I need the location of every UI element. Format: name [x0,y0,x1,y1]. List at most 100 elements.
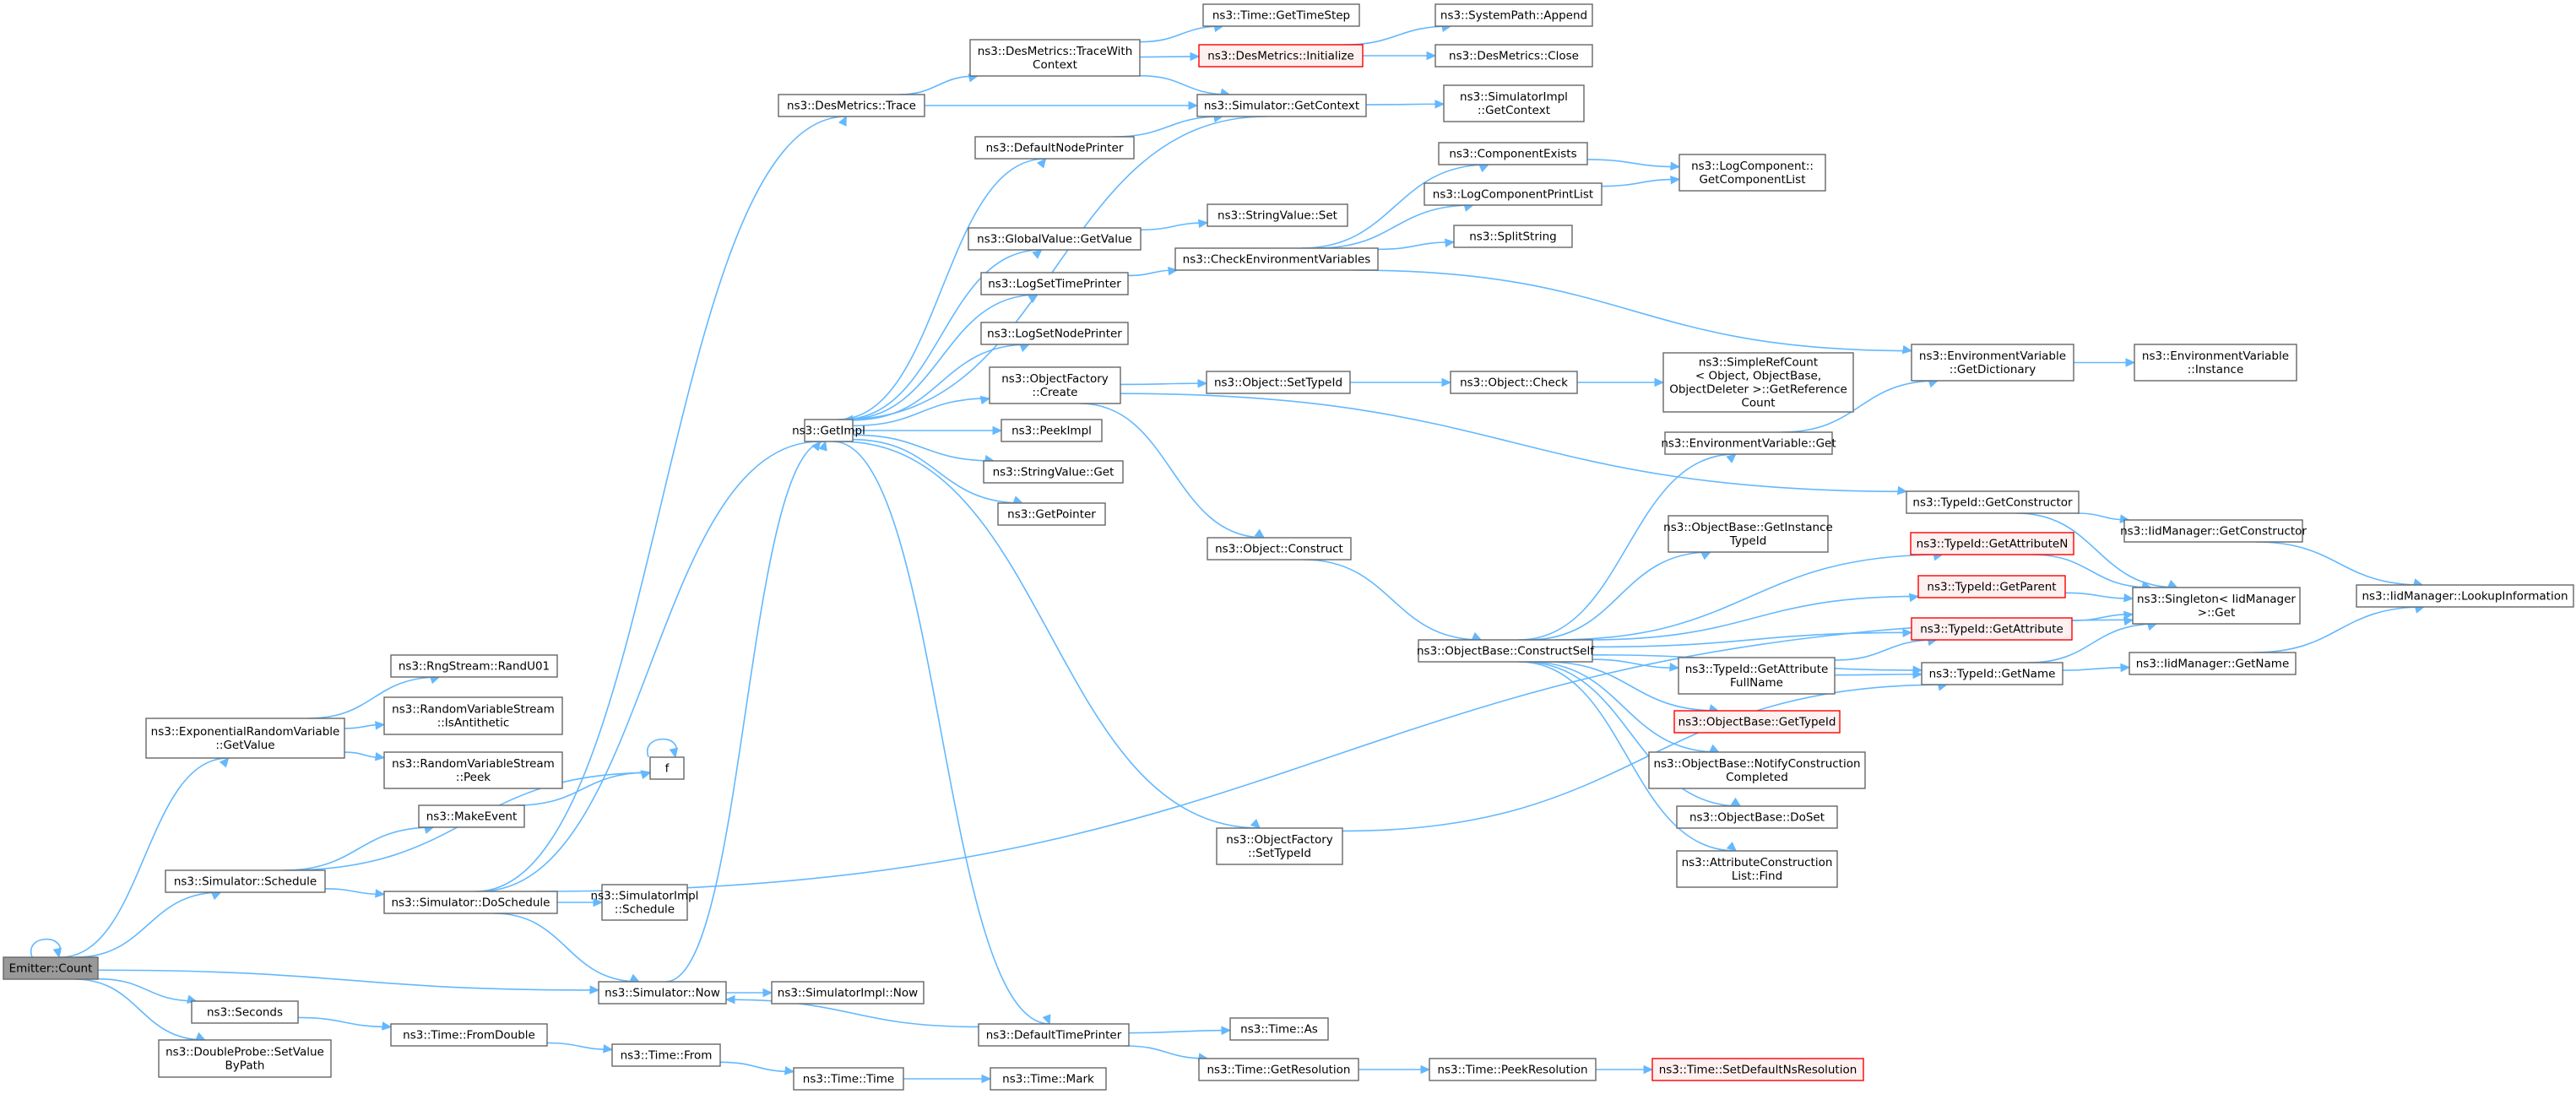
node-f[interactable]: f [649,756,685,780]
node-box [1424,182,1603,206]
node-ns3-objectbase-notifyconstruction-completed[interactable]: ns3::ObjectBase::NotifyConstructionCompl… [1648,751,1866,789]
node-ns3-iidmanager-getname[interactable]: ns3::IidManager::GetName [2129,652,2297,675]
node-ns3-checkenvironmentvariables[interactable]: ns3::CheckEnvironmentVariables [1174,247,1379,271]
call-edge-tidgetctor-to-singleton [2016,512,2177,588]
node-ns3-iidmanager-lookupinformation[interactable]: ns3::IidManager::LookupInformation [2356,584,2574,608]
node-ns3-seconds[interactable]: ns3::Seconds [191,1000,299,1024]
node-label-line: ns3::PeekImpl [1011,425,1092,438]
node-ns3-rngstream-randu01[interactable]: ns3::RngStream::RandU01 [390,654,558,678]
node-ns3-singleton-iidmanager-get[interactable]: ns3::Singleton< IidManager>::Get [2132,587,2301,625]
node-box [1673,710,1841,734]
node-label-line: ns3::GlobalValue::GetValue [977,233,1132,246]
node-ns3-stringvalue-get[interactable]: ns3::StringValue::Get [983,460,1124,484]
node-ns3-randomvariablestream-isantithetic[interactable]: ns3::RandomVariableStream::IsAntithetic [383,696,563,735]
node-ns3-object-check[interactable]: ns3::Object::Check [1450,371,1578,394]
node-box [968,227,1142,251]
node-emitter-count[interactable]: Emitter::Count [3,956,99,980]
node-label-line: TypeId [1729,534,1767,548]
node-ns3-logcomponentprintlist[interactable]: ns3::LogComponentPrintList [1424,182,1603,206]
node-box [1911,617,2073,641]
node-label-line: ns3::Time::As [1240,1023,1318,1037]
arrowhead [762,988,773,998]
node-ns3-objectbase-doset[interactable]: ns3::ObjectBase::DoSet [1676,805,1838,829]
node-box [383,696,563,735]
node-ns3-simulator-schedule[interactable]: ns3::Simulator::Schedule [165,869,326,893]
node-ns3-makeevent[interactable]: ns3::MakeEvent [418,804,525,828]
node-box [1651,1058,1864,1081]
node-label-line: ns3::LogSetTimePrinter [988,278,1121,291]
node-ns3-time-from[interactable]: ns3::Time::From [611,1043,721,1067]
call-edge-tidgetname-to-singleton [2028,623,2157,663]
call-edge-doschedule-to-singleton [534,619,2134,892]
node-ns3-logsetnodeprinter[interactable]: ns3::LogSetNodePrinter [980,322,1129,345]
arrowhead [629,973,641,983]
node-ns3-logcomponent-getcomponentlist[interactable]: ns3::LogComponent::GetComponentList [1678,154,1826,192]
node-ns3-object-construct[interactable]: ns3::Object::Construct [1207,537,1352,561]
node-box [2123,519,2303,543]
node-label-line: ns3::DesMetrics::Initialize [1207,50,1354,63]
node-ns3-time-peekresolution[interactable]: ns3::Time::PeekResolution [1429,1058,1597,1081]
node-ns3-desmetrics-trace[interactable]: ns3::DesMetrics::Trace [778,94,925,117]
node-ns3-stringvalue-set[interactable]: ns3::StringValue::Set [1207,203,1348,227]
arrowhead [2125,358,2136,367]
node-ns3-typeid-getconstructor[interactable]: ns3::TypeId::GetConstructor [1906,490,2080,514]
node-ns3-typeid-getattributen[interactable]: ns3::TypeId::GetAttributeN [1910,532,2074,555]
node-ns3-defaulttimeprinter[interactable]: ns3::DefaultTimePrinter [978,1023,1130,1047]
node-ns3-splitstring[interactable]: ns3::SplitString [1453,225,1573,248]
node-ns3-time-mark[interactable]: ns3::Time::Mark [990,1067,1107,1091]
call-edge-checkenv-to-envgetdict [1352,269,1912,352]
node-ns3-typeid-getattribute[interactable]: ns3::TypeId::GetAttribute [1911,617,2073,641]
node-ns3-getpointer[interactable]: ns3::GetPointer [997,502,1106,526]
node-ns3-simulator-now[interactable]: ns3::Simulator::Now [598,981,727,1005]
node-ns3-environmentvariable-get[interactable]: ns3::EnvironmentVariable::Get [1661,431,1836,455]
node-ns3-typeid-getname[interactable]: ns3::TypeId::GetName [1921,662,2064,685]
node-ns3-exponentialrandomvariable-getvalue[interactable]: ns3::ExponentialRandomVariable::GetValue [145,718,345,759]
node-ns3-simulator-getcontext[interactable]: ns3::Simulator::GetContext [1196,94,1367,117]
node-ns3-environmentvariable-instance[interactable]: ns3::EnvironmentVariable::Instance [2134,344,2297,382]
node-ns3-globalvalue-getvalue[interactable]: ns3::GlobalValue::GetValue [968,227,1142,251]
node-ns3-getimpl[interactable]: ns3::GetImpl [792,419,865,442]
node-label-line: ns3::TypeId::GetConstructor [1912,496,2073,510]
node-ns3-time-getresolution[interactable]: ns3::Time::GetResolution [1198,1058,1359,1081]
node-ns3-time-gettimestep[interactable]: ns3::Time::GetTimeStep [1202,3,1360,27]
node-ns3-simulatorimpl-getcontext[interactable]: ns3::SimulatorImpl::GetContext [1443,84,1585,122]
node-ns3-objectbase-gettypeid[interactable]: ns3::ObjectBase::GetTypeId [1673,710,1841,734]
arrowhead [818,440,827,452]
call-edge-constructself-to-tidgetattrn [1555,554,1943,641]
node-label-line: ns3::Simulator::Now [605,987,720,1000]
node-label-line: ns3::TypeId::GetName [1929,668,2056,681]
node-ns3-object-settypeid[interactable]: ns3::Object::SetTypeId [1206,371,1351,394]
node-ns3-desmetrics-initialize[interactable]: ns3::DesMetrics::Initialize [1198,44,1364,68]
arrowhead [1198,219,1209,229]
node-ns3-simulator-doschedule[interactable]: ns3::Simulator::DoSchedule [383,891,558,914]
node-ns3-logsettimeprinter[interactable]: ns3::LogSetTimePrinter [980,272,1129,295]
node-ns3-iidmanager-getconstructor[interactable]: ns3::IidManager::GetConstructor [2120,519,2307,543]
node-ns3-typeid-getparent[interactable]: ns3::TypeId::GetParent [1917,575,2066,598]
call-edge-defnodeprinter-to-simgetctx [1113,116,1223,138]
node-box [1648,751,1866,789]
node-ns3-environmentvariable-getdictionary[interactable]: ns3::EnvironmentVariable::GetDictionary [1911,344,2074,382]
node-ns3-time-as[interactable]: ns3::Time::As [1229,1017,1329,1041]
node-ns3-objectfactory-settypeid[interactable]: ns3::ObjectFactory::SetTypeId [1216,827,1343,865]
node-ns3-simplerefcount-object-objectbase-objectdeleter-getreference-count[interactable]: ns3::SimpleRefCount< Object, ObjectBase,… [1662,352,1854,413]
node-ns3-simulatorimpl-schedule[interactable]: ns3::SimulatorImpl::Schedule [591,884,699,921]
node-ns3-time-fromdouble[interactable]: ns3::Time::FromDouble [390,1023,548,1047]
arrowhead [374,751,386,761]
node-ns3-objectbase-constructself[interactable]: ns3::ObjectBase::ConstructSelf [1417,639,1595,663]
node-ns3-randomvariablestream-peek[interactable]: ns3::RandomVariableStream::Peek [383,751,563,789]
node-ns3-peekimpl[interactable]: ns3::PeekImpl [1001,419,1103,442]
node-ns3-objectfactory-create[interactable]: ns3::ObjectFactory::Create [989,366,1121,404]
node-ns3-componentexists[interactable]: ns3::ComponentExists [1438,142,1588,165]
node-ns3-systempath-append[interactable]: ns3::SystemPath::Append [1434,3,1593,27]
node-ns3-time-setdefaultnsresolution[interactable]: ns3::Time::SetDefaultNsResolution [1651,1058,1864,1081]
node-ns3-desmetrics-close[interactable]: ns3::DesMetrics::Close [1434,44,1593,68]
node-ns3-defaultnodeprinter[interactable]: ns3::DefaultNodePrinter [974,136,1135,160]
node-ns3-simulatorimpl-now[interactable]: ns3::SimulatorImpl::Now [771,981,925,1005]
node-box [158,1039,332,1078]
node-ns3-time-time[interactable]: ns3::Time::Time [793,1067,904,1091]
